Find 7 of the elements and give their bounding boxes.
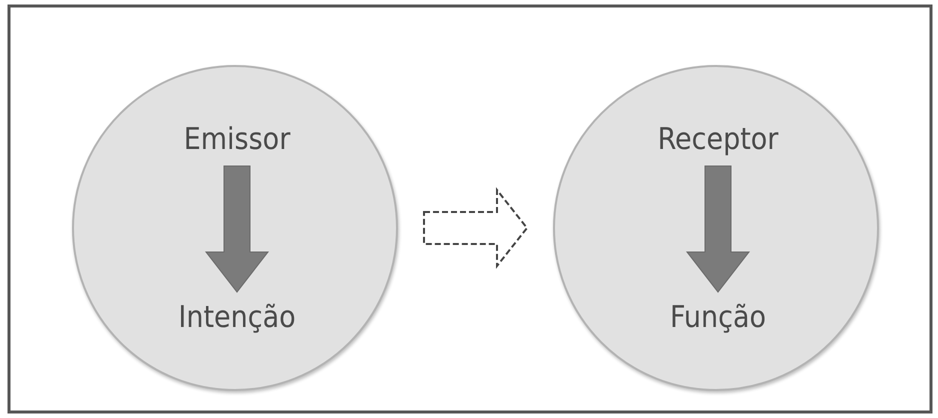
- node-label: Intenção: [178, 300, 296, 336]
- node-label: Receptor: [658, 122, 778, 158]
- dashed-block-arrow: [423, 187, 528, 269]
- node-label: Emissor: [184, 122, 290, 158]
- block-arrow: [204, 166, 270, 293]
- node-label: Função: [670, 300, 766, 336]
- block-arrow: [686, 166, 750, 293]
